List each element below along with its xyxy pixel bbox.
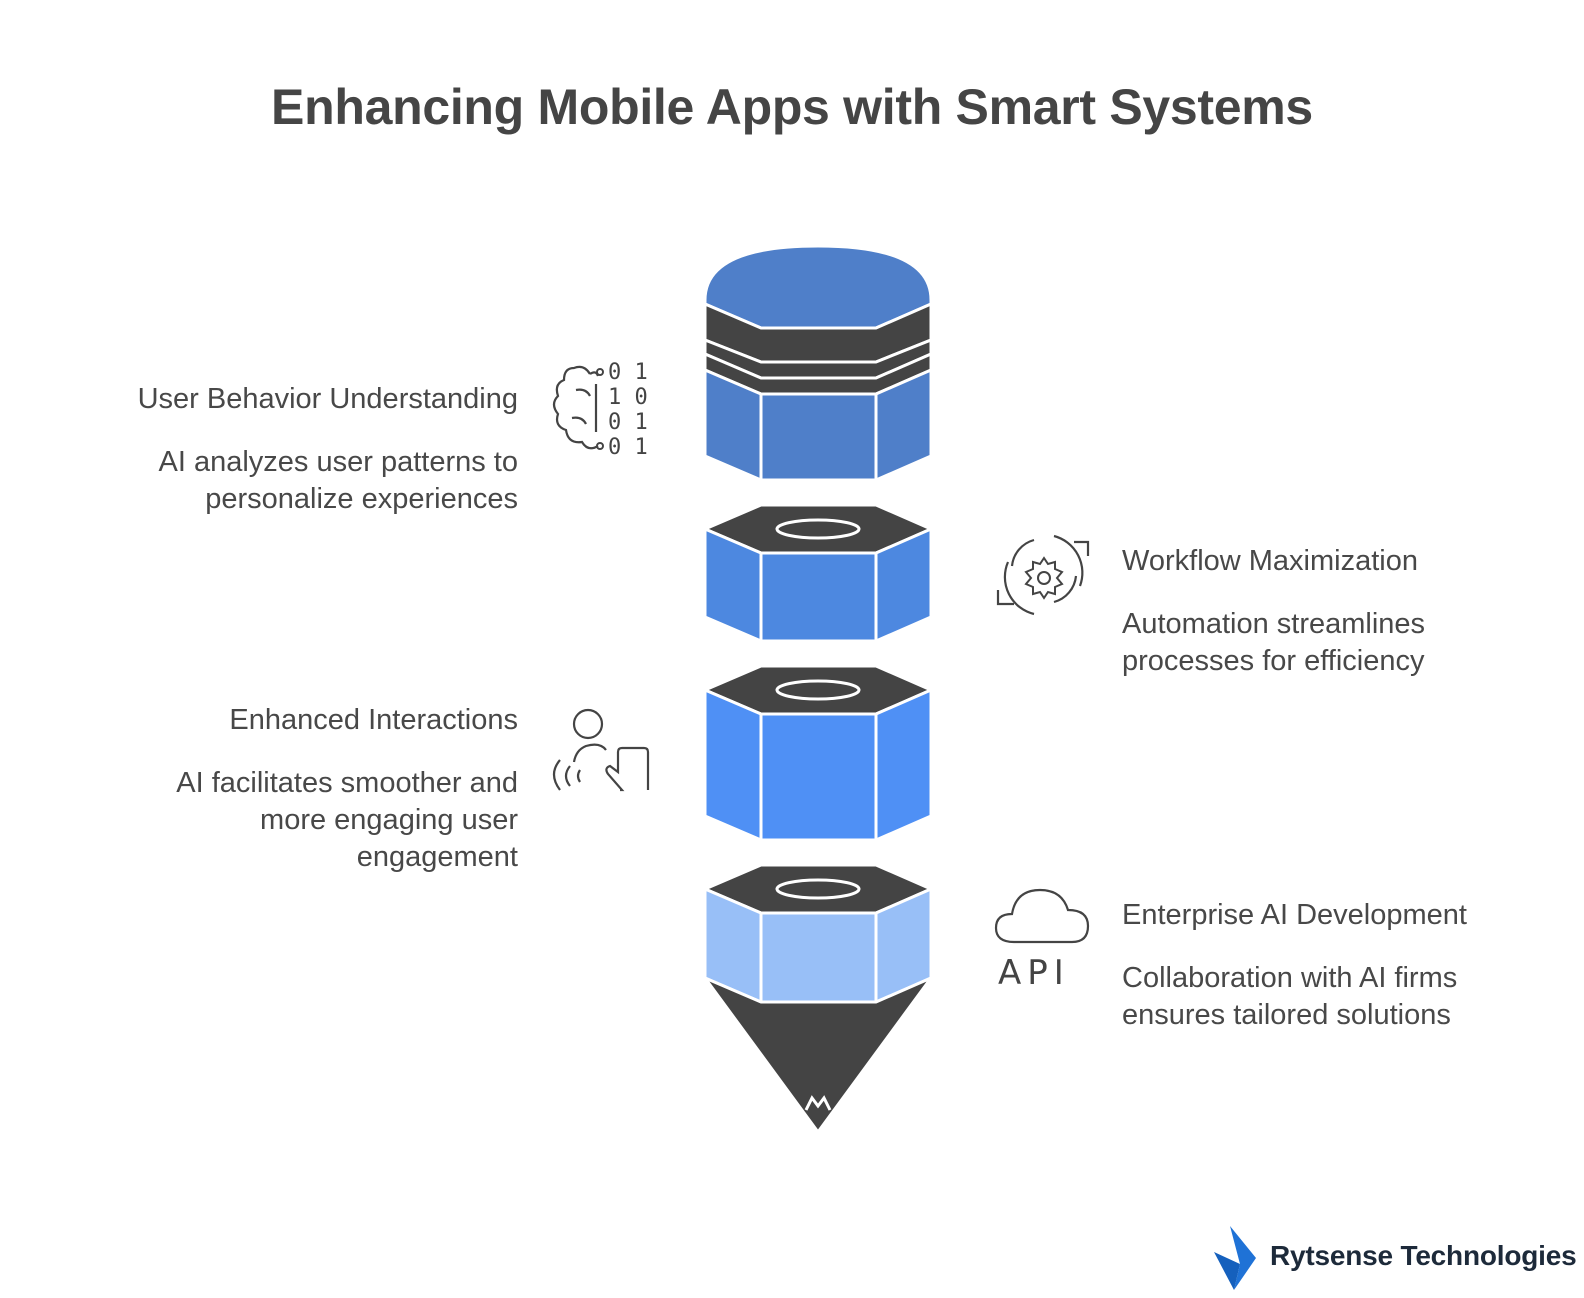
binary-row-2: 1 0 [608,385,648,410]
binary-row-3: 0 1 [608,410,648,435]
segment-3 [701,664,935,843]
seg3-right-face [874,687,933,843]
item-title-enhanced-interactions: Enhanced Interactions [229,704,518,736]
seg3-front-face [759,712,878,842]
seg2-front-face [759,551,878,643]
brand-name: Rytsense Technologies [1270,1240,1577,1271]
eraser-cap [703,244,933,330]
seg4-front-face [759,911,878,1004]
gear-cycle-icon [996,534,1090,616]
api-label: API [998,953,1070,990]
seg3-left-face [703,687,763,843]
brain-binary-icon: 0 1 1 0 0 1 0 1 [552,360,648,460]
seg2-right-face [874,526,933,644]
segment-1 [703,244,933,483]
item-desc-enterprise-ai: Collaboration with AI firms ensures tail… [1122,962,1458,1031]
item-title-user-behavior: User Behavior Understanding [137,383,518,415]
item-desc-workflow: Automation streamlines processes for eff… [1122,608,1426,677]
page-title: Enhancing Mobile Apps with Smart Systems [271,79,1313,135]
seg1-front-face [759,392,878,482]
person-touch-icon [552,708,650,792]
rytsense-logo-icon [1214,1226,1256,1290]
seg1-right-face [874,367,933,483]
item-title-workflow: Workflow Maximization [1122,545,1418,577]
binary-row-4: 0 1 [608,435,648,460]
pencil-tip [700,974,936,1135]
item-title-enterprise-ai: Enterprise AI Development [1122,899,1467,931]
segment-4 [700,863,936,1135]
segment-2 [701,503,935,644]
item-desc-user-behavior: AI analyzes user patterns to personalize… [158,446,518,515]
binary-row-1: 0 1 [608,360,648,385]
cloud-api-icon: API [994,888,1090,990]
item-desc-enhanced-interactions: AI facilitates smoother and more engagin… [176,767,518,873]
